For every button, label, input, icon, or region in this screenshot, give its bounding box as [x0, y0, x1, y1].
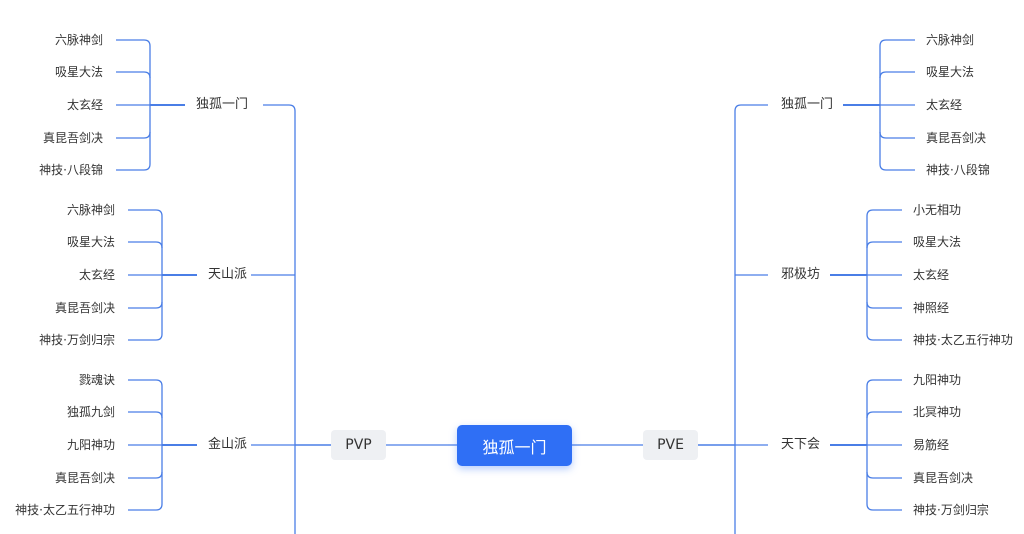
pve-leaf-node[interactable]: 神照经 [913, 301, 950, 315]
pve-leaf-node[interactable]: 北冥神功 [913, 405, 962, 419]
pvp-leaf-node[interactable]: 六脉神剑 [66, 203, 115, 217]
pvp-leaf-node[interactable]: 真昆吾剑决 [54, 471, 115, 485]
leaf-link [879, 71, 915, 79]
leaf-link [866, 411, 902, 419]
pvp-leaf-node[interactable]: 真昆吾剑决 [54, 301, 115, 315]
pvp-leaf-node[interactable]: 太玄经 [66, 98, 103, 112]
pve-spine [734, 104, 768, 534]
pvp-branch-node[interactable]: 天山派 [208, 267, 248, 282]
pvp-leaf-node[interactable]: 真昆吾剑决 [42, 131, 103, 145]
pvp-leaf-node[interactable]: 九阳神功 [66, 438, 115, 452]
leaf-link [128, 241, 163, 249]
pvp-leaf-node[interactable]: 吸星大法 [54, 65, 103, 79]
pve-leaf-node[interactable]: 九阳神功 [913, 373, 962, 387]
leaf-link [116, 71, 151, 79]
pvp-spine [263, 104, 296, 534]
pve-leaf-node[interactable]: 吸星大法 [913, 235, 962, 249]
pvp-leaf-node[interactable]: 戮魂诀 [78, 373, 115, 387]
leaf-link [866, 241, 902, 249]
pvp-leaf-node[interactable]: 神技·太乙五行神功 [15, 503, 115, 517]
pvp-leaf-node[interactable]: 太玄经 [78, 268, 115, 282]
leaf-link [866, 471, 902, 479]
leaf-link [128, 411, 163, 419]
pvp-node[interactable]: PVP [331, 430, 386, 460]
pve-leaf-node[interactable]: 六脉神剑 [926, 33, 975, 47]
pve-leaf-node[interactable]: 吸星大法 [926, 65, 975, 79]
leaf-link [128, 471, 163, 479]
pve-leaf-node[interactable]: 太玄经 [926, 98, 963, 112]
root-node[interactable]: 独孤一门 [457, 425, 572, 466]
pve-branch-node[interactable]: 独孤一门 [781, 97, 834, 112]
pve-leaf-node[interactable]: 真昆吾剑决 [913, 471, 974, 485]
pvp-branch-node[interactable]: 独孤一门 [196, 97, 249, 112]
pvp-leaf-node[interactable]: 神技·八段锦 [39, 163, 103, 177]
leaf-link [866, 301, 902, 309]
pvp-leaf-node[interactable]: 神技·万剑归宗 [39, 333, 115, 347]
pve-leaf-node[interactable]: 神技·八段锦 [926, 163, 990, 177]
leaf-link [879, 131, 915, 139]
pve-leaf-node[interactable]: 神技·太乙五行神功 [913, 333, 1013, 347]
leaf-link [128, 301, 163, 309]
pvp-leaf-node[interactable]: 吸星大法 [66, 235, 115, 249]
pve-branch-node[interactable]: 天下会 [781, 437, 821, 452]
pve-leaf-node[interactable]: 小无相功 [913, 203, 962, 217]
pve-branch-node[interactable]: 邪极坊 [781, 267, 821, 282]
pve-node[interactable]: PVE [643, 430, 698, 460]
pve-leaf-node[interactable]: 真昆吾剑决 [926, 131, 987, 145]
pve-leaf-node[interactable]: 神技·万剑归宗 [913, 503, 989, 517]
pvp-branch-node[interactable]: 金山派 [208, 437, 248, 452]
pve-leaf-node[interactable]: 易筋经 [913, 438, 950, 452]
pvp-leaf-node[interactable]: 六脉神剑 [54, 33, 103, 47]
pve-leaf-node[interactable]: 太玄经 [913, 268, 950, 282]
pvp-leaf-node[interactable]: 独孤九剑 [66, 405, 115, 419]
leaf-link [116, 131, 151, 139]
